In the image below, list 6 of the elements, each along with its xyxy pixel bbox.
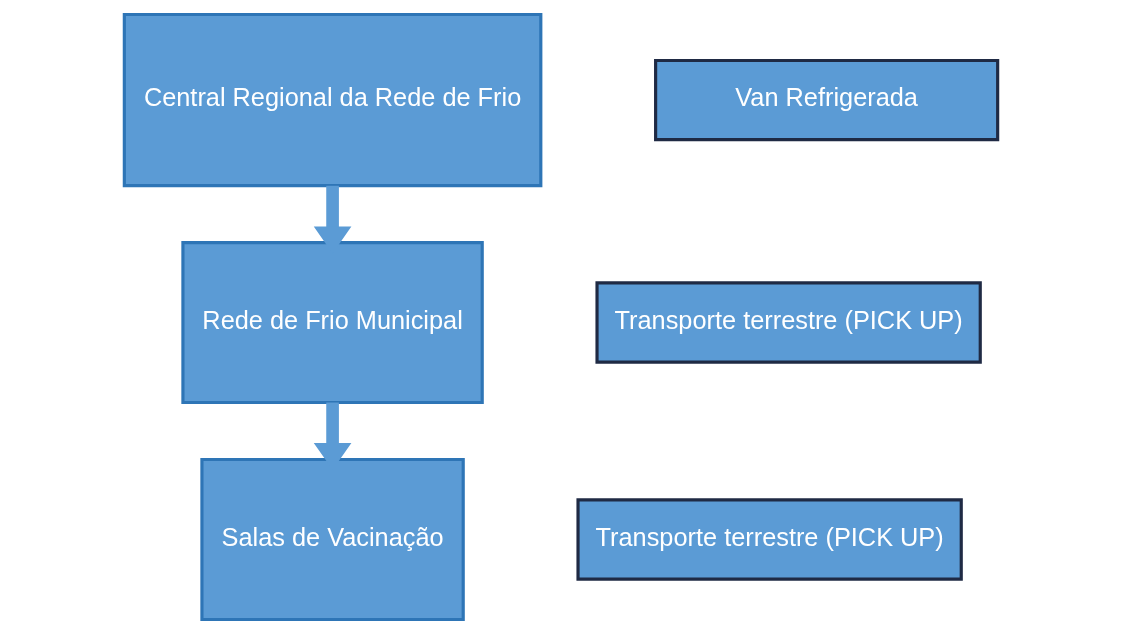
node-box: Van Refrigerada <box>653 58 999 142</box>
node-box: Transporte terrestre (PICK UP) <box>594 281 982 364</box>
node-box: Central Regional da Rede de Frio <box>122 12 542 188</box>
node-box: Transporte terrestre (PICK UP) <box>575 498 963 581</box>
node-box: Salas de Vacinação <box>199 457 465 622</box>
node-box: Rede de Frio Municipal <box>180 241 484 405</box>
